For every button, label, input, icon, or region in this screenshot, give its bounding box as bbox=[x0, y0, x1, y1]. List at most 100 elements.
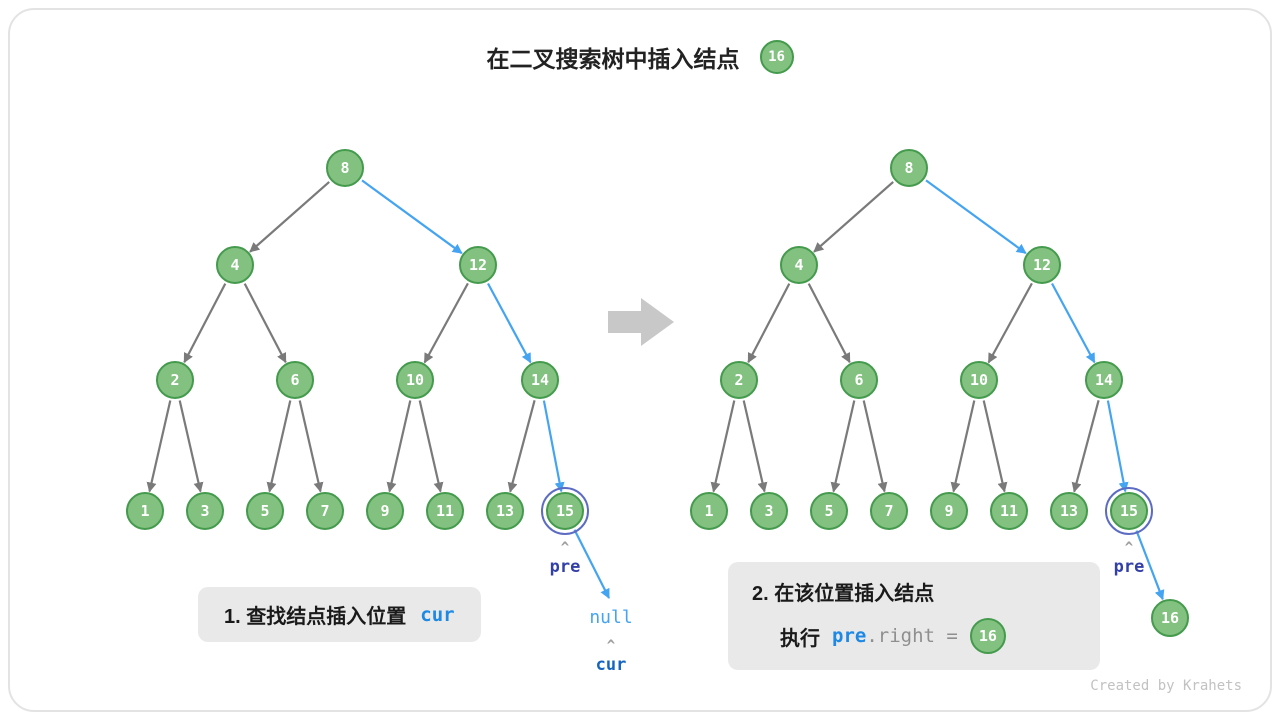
step2-node-16: 16 bbox=[969, 618, 1006, 654]
tree-node-after-16: 16 bbox=[1151, 599, 1189, 637]
node-value: 8 bbox=[340, 159, 349, 177]
tree-edge bbox=[386, 400, 412, 493]
tree-edge bbox=[146, 400, 172, 493]
node-value: 11 bbox=[1000, 502, 1018, 520]
node-circle bbox=[890, 149, 928, 187]
node-value: 5 bbox=[260, 502, 269, 520]
tree-node-after-1: 1 bbox=[690, 492, 728, 530]
tree-node-before-2: 2 bbox=[156, 361, 194, 399]
pointer-ring bbox=[1105, 487, 1153, 535]
credit-text: Created by Krahets bbox=[1090, 678, 1242, 694]
tree-edge bbox=[813, 181, 894, 253]
step2-code: pre.right = bbox=[832, 625, 958, 647]
node-circle bbox=[126, 492, 164, 530]
tree-edge bbox=[423, 282, 469, 364]
node-circle bbox=[990, 492, 1028, 530]
node-circle bbox=[930, 492, 968, 530]
node-value: 10 bbox=[970, 371, 988, 389]
step2-caption: 2. 在该位置插入结点 执行 pre.right = 16 bbox=[728, 562, 1100, 670]
tree-node-before-1: 1 bbox=[126, 492, 164, 530]
step2-right-code: .right = bbox=[866, 625, 958, 647]
node-value: 13 bbox=[1060, 502, 1078, 520]
node-circle bbox=[459, 246, 497, 284]
step2-line2: 执行 pre.right = 16 bbox=[752, 618, 1076, 654]
tree-edge-highlighted bbox=[1051, 282, 1096, 364]
tree-node-before-4: 4 bbox=[216, 246, 254, 284]
pre-pointer-label: pre bbox=[1114, 557, 1145, 577]
node-circle bbox=[1050, 492, 1088, 530]
title-node-16: 16 bbox=[759, 40, 794, 74]
page-title: 在二叉搜索树中插入结点 bbox=[486, 46, 740, 72]
tree-edge-highlighted bbox=[361, 179, 463, 255]
tree-node-after-12: 12 bbox=[1023, 246, 1061, 284]
node-circle bbox=[1110, 492, 1148, 530]
tree-edge bbox=[249, 181, 330, 253]
tree-edge bbox=[178, 400, 204, 493]
node-circle bbox=[690, 492, 728, 530]
tree-node-after-2: 2 bbox=[720, 361, 758, 399]
node-value: 12 bbox=[469, 256, 487, 274]
tree-edge bbox=[987, 282, 1033, 364]
node-circle bbox=[521, 361, 559, 399]
tree-edge bbox=[183, 283, 227, 364]
tree-node-before-9: 9 bbox=[366, 492, 404, 530]
node-value: 10 bbox=[406, 371, 424, 389]
step2-exec-label: 执行 bbox=[780, 627, 820, 650]
tree-edge-highlighted bbox=[1135, 530, 1165, 601]
tree-edge bbox=[418, 400, 444, 493]
tree-edge-highlighted bbox=[487, 282, 532, 364]
tree-node-after-9: 9 bbox=[930, 492, 968, 530]
node-value: 4 bbox=[230, 256, 239, 274]
tree-edge bbox=[710, 400, 736, 493]
tree-edge bbox=[298, 400, 324, 493]
node-value: 3 bbox=[200, 502, 209, 520]
tree-edge-highlighted bbox=[573, 529, 610, 599]
node-circle bbox=[366, 492, 404, 530]
tree-node-after-5: 5 bbox=[810, 492, 848, 530]
node-value: 11 bbox=[436, 502, 454, 520]
node-circle bbox=[750, 492, 788, 530]
tree-edge bbox=[243, 283, 287, 364]
tree-node-after-6: 6 bbox=[840, 361, 878, 399]
tree-node-before-10: 10 bbox=[396, 361, 434, 399]
node-value: 16 bbox=[978, 627, 997, 645]
title-row: 在二叉搜索树中插入结点 16 bbox=[0, 40, 1280, 74]
node-circle bbox=[960, 361, 998, 399]
tree-edge bbox=[982, 400, 1008, 493]
node-circle bbox=[1023, 246, 1061, 284]
caret-up-icon: ^ bbox=[561, 540, 570, 556]
tree-node-before-8: 8 bbox=[326, 149, 364, 187]
node-circle bbox=[486, 492, 524, 530]
tree-edge bbox=[807, 283, 851, 364]
tree-node-before-11: 11 bbox=[426, 492, 464, 530]
node-value: 14 bbox=[531, 371, 549, 389]
node-value: 15 bbox=[1120, 502, 1138, 520]
tree-node-after-11: 11 bbox=[990, 492, 1028, 530]
step2-line1: 2. 在该位置插入结点 bbox=[752, 583, 935, 605]
tree-edge-highlighted bbox=[542, 400, 565, 493]
null-label: null bbox=[589, 607, 632, 628]
node-value: 1 bbox=[140, 502, 149, 520]
node-circle bbox=[396, 361, 434, 399]
tree-edge-highlighted bbox=[1106, 400, 1129, 493]
node-value: 12 bbox=[1033, 256, 1051, 274]
step1-text: 1. 查找结点插入位置 bbox=[224, 606, 407, 628]
tree-edge-highlighted bbox=[925, 179, 1027, 255]
step1-cur-code: cur bbox=[420, 603, 455, 626]
tree-node-after-3: 3 bbox=[750, 492, 788, 530]
cur-pointer-label: cur bbox=[596, 655, 627, 675]
tree-node-after-15: 15 bbox=[1105, 487, 1153, 535]
node-circle bbox=[546, 492, 584, 530]
tree-node-after-10: 10 bbox=[960, 361, 998, 399]
node-value: 7 bbox=[320, 502, 329, 520]
node-circle bbox=[246, 492, 284, 530]
tree-edge bbox=[747, 283, 791, 364]
tree-node-before-13: 13 bbox=[486, 492, 524, 530]
tree-node-before-3: 3 bbox=[186, 492, 224, 530]
node-value: 9 bbox=[380, 502, 389, 520]
node-circle bbox=[426, 492, 464, 530]
node-value: 15 bbox=[556, 502, 574, 520]
node-value: 5 bbox=[824, 502, 833, 520]
node-value: 2 bbox=[734, 371, 743, 389]
node-value: 1 bbox=[704, 502, 713, 520]
